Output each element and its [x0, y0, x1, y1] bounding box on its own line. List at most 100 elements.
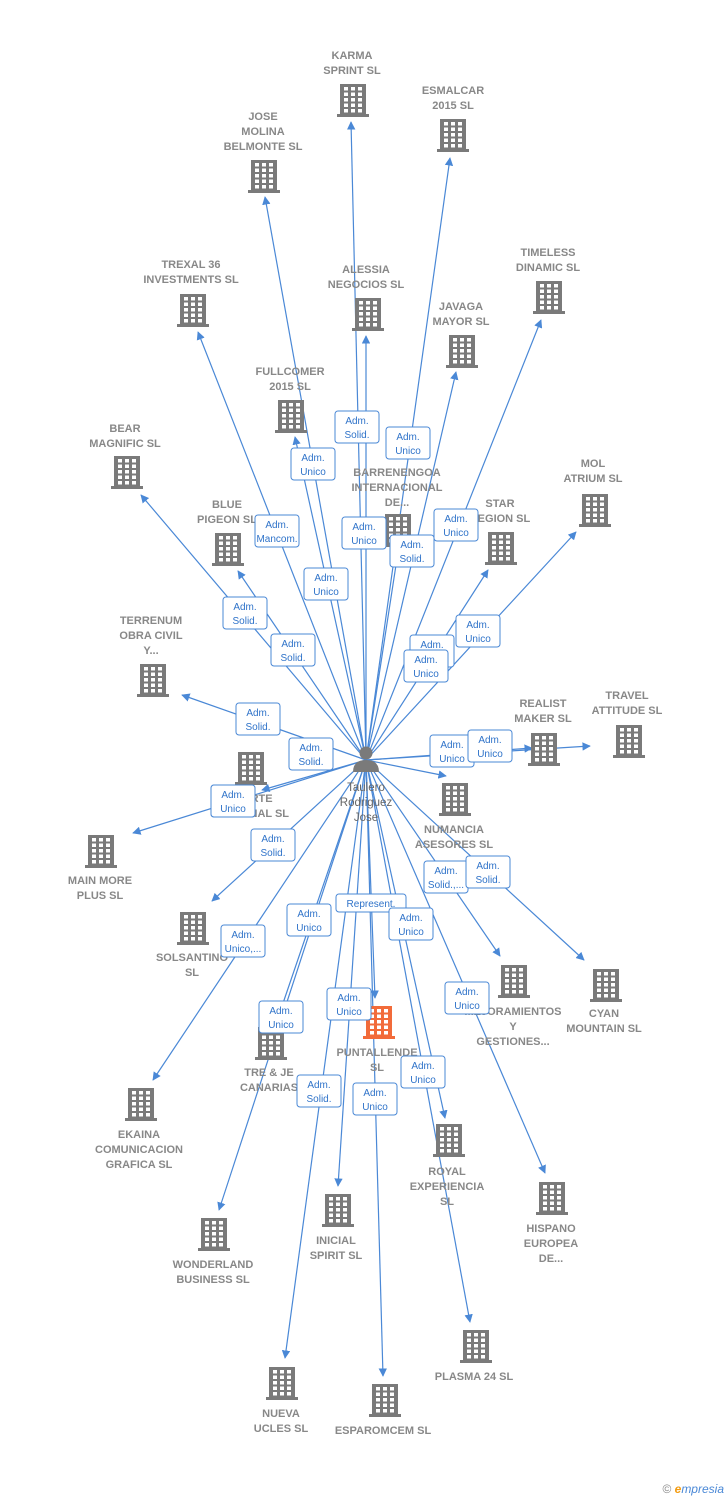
- company-label-line: SL: [440, 1196, 454, 1208]
- company-node-plasma[interactable]: PLASMA 24 SL: [435, 1330, 514, 1383]
- company-label-line: SPIRIT SL: [310, 1250, 363, 1262]
- company-node-esparomcem[interactable]: ESPAROMCEM SL: [335, 1384, 432, 1437]
- role-label-treje[interactable]: Adm.Unico: [286, 903, 332, 937]
- building-icon: [498, 965, 530, 998]
- role-label-plasma[interactable]: Adm.Unico: [400, 1055, 446, 1089]
- building-icon: [369, 1384, 401, 1417]
- company-label-line: OBRA CIVIL: [119, 630, 182, 642]
- building-icon: [446, 335, 478, 368]
- company-label-line: ASESORES SL: [415, 839, 494, 851]
- role-label-box: [352, 1082, 398, 1116]
- company-label-line: TIMELESS: [520, 247, 575, 259]
- role-label-text: Adm.: [281, 639, 304, 650]
- role-label-text: Unico: [395, 446, 421, 457]
- company-label-line: BEAR: [109, 423, 140, 435]
- building-icon: [235, 752, 267, 785]
- role-label-terrenum[interactable]: Adm.Solid.: [288, 737, 334, 771]
- company-label-line: WONDERLAND: [173, 1259, 254, 1271]
- role-label-travel[interactable]: Adm.Unico: [467, 729, 513, 763]
- role-label-box: [335, 893, 407, 913]
- role-label-royal[interactable]: Adm.Unico: [388, 907, 434, 941]
- role-label-hispano[interactable]: Adm.Unico: [444, 981, 490, 1015]
- role-label-fullcomer[interactable]: Adm.Unico: [290, 447, 336, 481]
- edge-numancia: [365, 759, 447, 779]
- role-label-nueva[interactable]: Adm.Solid.: [296, 1074, 342, 1108]
- building-icon: [579, 494, 611, 527]
- role-label-esparomcem[interactable]: Adm.Unico: [352, 1082, 398, 1116]
- role-label-mainmore[interactable]: Adm.Unico: [210, 784, 256, 818]
- role-label-text: Represent.: [347, 899, 396, 910]
- role-label-text: Unico: [351, 536, 377, 547]
- role-label-cyan[interactable]: Adm.Solid.: [465, 855, 511, 889]
- company-node-hispano[interactable]: HISPANOEUROPEADE...: [524, 1182, 578, 1265]
- role-label-timeless[interactable]: Adm.Unico: [433, 508, 479, 542]
- role-label-realist[interactable]: Adm.Unico: [429, 734, 475, 768]
- role-label-text: Unico: [296, 923, 322, 934]
- role-label-solsantino[interactable]: Adm.Solid.: [250, 828, 296, 862]
- role-label-text: Adm.: [265, 520, 288, 531]
- role-label-text: Unico: [413, 669, 439, 680]
- role-label-karma[interactable]: Adm.Solid.: [334, 410, 380, 444]
- empresia-watermark: © empresia: [662, 1482, 724, 1496]
- role-label-barrenengoa[interactable]: Adm.Unico: [303, 567, 349, 601]
- company-label-line: TRE & JE: [244, 1067, 294, 1079]
- role-label-esmalcar[interactable]: Adm.Unico: [385, 426, 431, 460]
- role-label-trexal[interactable]: Adm.Solid.: [222, 596, 268, 630]
- role-label-wonderland[interactable]: Adm.Unico: [258, 1000, 304, 1034]
- company-label-line: HISPANO: [526, 1223, 576, 1235]
- role-label-text: Solid.: [232, 616, 257, 627]
- company-label-line: MAKER SL: [514, 713, 572, 725]
- role-label-blue[interactable]: Adm.Solid.: [235, 702, 281, 736]
- role-label-javaga[interactable]: Adm.Solid.: [389, 534, 435, 568]
- role-label-alessia[interactable]: Adm.Unico: [341, 516, 387, 550]
- company-label-line: ESMALCAR: [422, 85, 484, 97]
- role-label-puntallende[interactable]: Represent.: [335, 893, 407, 913]
- role-label-box: [220, 924, 266, 958]
- role-label-bear[interactable]: Adm.Solid.: [270, 633, 316, 667]
- role-label-text: Unico: [439, 754, 465, 765]
- role-label-mol[interactable]: Adm.Unico: [455, 614, 501, 648]
- role-label-box: [288, 737, 334, 771]
- role-label-box: [326, 987, 372, 1021]
- company-label-line: MOUNTAIN SL: [566, 1023, 642, 1035]
- role-label-ekaina[interactable]: Adm.Unico,...: [220, 924, 266, 958]
- role-label-numancia[interactable]: Adm. Unico: [403, 649, 449, 683]
- company-label-line: COMUNICACION: [95, 1144, 183, 1156]
- role-label-text: Adm.: [414, 655, 437, 666]
- role-label-text: Adm.: [337, 993, 360, 1004]
- building-icon: [198, 1218, 230, 1251]
- role-label-jose_molina[interactable]: Adm.Mancom.: [254, 514, 300, 548]
- role-label-mejoramientos[interactable]: Adm.Solid.,...: [423, 860, 469, 894]
- building-icon: [111, 456, 143, 489]
- role-label-box: [389, 534, 435, 568]
- company-label-line: ESPAROMCEM SL: [335, 1425, 432, 1437]
- role-label-inicial[interactable]: Adm.Unico: [326, 987, 372, 1021]
